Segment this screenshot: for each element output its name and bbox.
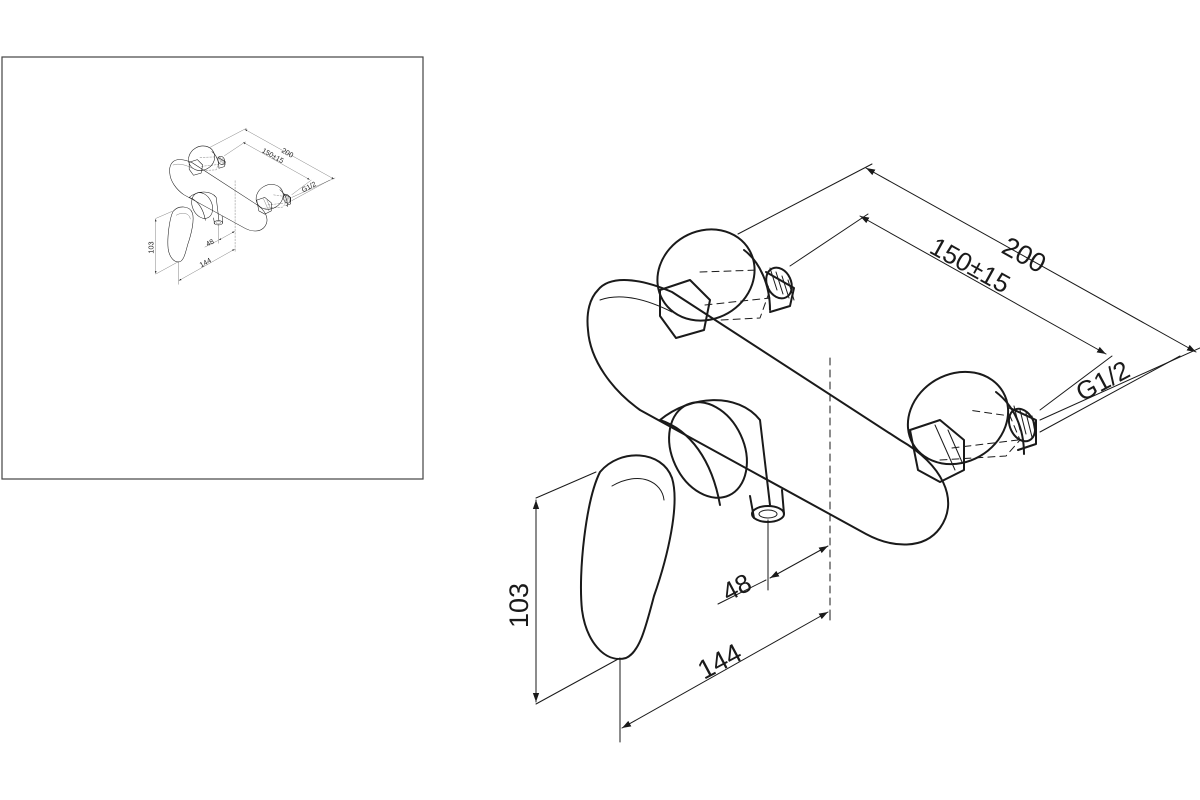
left-connector [765, 266, 795, 313]
dim-depth: 144 [693, 638, 747, 686]
lever-handle [579, 454, 676, 660]
dimension-lines [532, 163, 1200, 743]
left-hex-nut [659, 279, 711, 339]
dim-thread: G1/2 [1071, 354, 1135, 407]
outlet-nozzle [749, 489, 785, 523]
mixer-body [586, 279, 950, 546]
cartridge-housing [659, 399, 771, 506]
right-hex-nut [909, 419, 965, 483]
thumbnail-frame [1, 56, 424, 480]
right-wall-flange [906, 370, 1025, 466]
hidden-lines [699, 269, 1021, 461]
dim-height: 103 [504, 583, 534, 628]
faucet-drawing: 200 150±15 G1/2 103 144 48 [504, 163, 1200, 743]
right-connector [1007, 405, 1037, 451]
thumbnail-drawing [147, 128, 335, 284]
dim-spacing: 150±15 [925, 231, 1015, 299]
